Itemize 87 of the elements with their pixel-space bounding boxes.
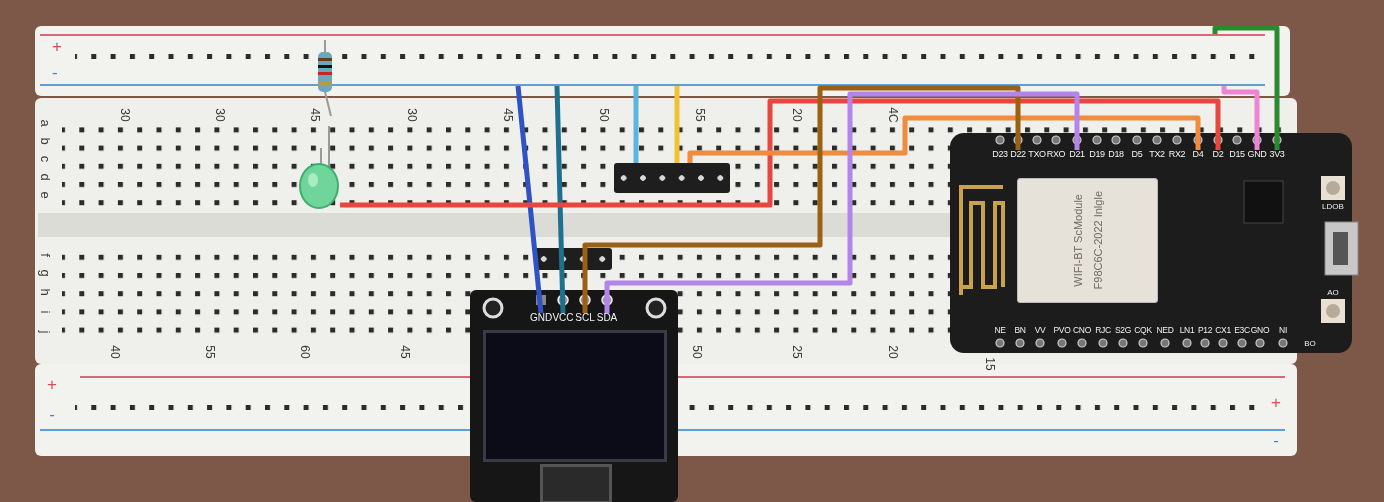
row-letter: j <box>38 330 52 334</box>
jumper-wire <box>515 85 544 314</box>
pin-label: D4 <box>1192 150 1204 159</box>
led-drawing <box>298 126 340 210</box>
jumper-wire <box>554 85 566 314</box>
pin-label: RX2 <box>1168 150 1186 159</box>
pin-label: CX1 <box>1215 325 1231 335</box>
row-letter: a <box>38 119 52 127</box>
jumper-wire <box>582 85 1021 313</box>
pin-label: 3V3 <box>1269 150 1285 159</box>
pin-label: RJC <box>1095 325 1111 335</box>
pin-header <box>614 163 730 193</box>
jumper-wire <box>1221 86 1260 150</box>
pin-label: D19 <box>1089 150 1105 159</box>
pin-label: CQK <box>1134 325 1152 335</box>
pin-label: SCL <box>575 313 595 323</box>
pin-label: GND <box>529 313 553 323</box>
pin-label: LN1 <box>1179 325 1195 335</box>
column-number: 50 <box>691 345 703 359</box>
jumper-wire <box>674 86 680 163</box>
column-number: 45 <box>502 108 514 122</box>
module-text: F98C6C-2022 Inlgle <box>1091 191 1104 290</box>
pin-label: S2G <box>1114 325 1132 335</box>
pin-label: CNO <box>1073 325 1091 335</box>
column-number: 55 <box>204 345 216 359</box>
pin-label: NE <box>994 325 1006 335</box>
column-number: 30 <box>406 108 418 122</box>
jumper-wire <box>604 91 1080 313</box>
pin-label: TX2 <box>1149 150 1165 159</box>
pin-label: D21 <box>1069 150 1085 159</box>
polarity-sign: - <box>52 64 58 82</box>
column-number: 40 <box>109 345 121 359</box>
pin-label: P12 <box>1197 325 1213 335</box>
polarity-sign: + <box>47 375 57 393</box>
column-number: 50 <box>598 108 610 122</box>
column-number: 30 <box>214 108 226 122</box>
column-number: 45 <box>309 108 321 122</box>
row-letter: e <box>38 191 52 199</box>
pin-label: PVO <box>1053 325 1071 335</box>
pin-label: SDA <box>596 313 618 323</box>
pin-label: D15 <box>1229 150 1245 159</box>
polarity-sign: - <box>1273 431 1279 449</box>
column-number: 45 <box>399 345 411 359</box>
button-label: AO <box>1327 289 1339 297</box>
pin-label: NI <box>1279 325 1287 335</box>
row-letter: f <box>38 253 52 257</box>
jumper-wire <box>1212 25 1280 150</box>
jumper-wire <box>340 98 1221 208</box>
polarity-sign: + <box>52 38 62 56</box>
pin-label: D18 <box>1108 150 1124 159</box>
pin-label: GND <box>1247 150 1267 159</box>
row-letter: d <box>38 173 52 181</box>
pin-label: VV <box>1034 325 1046 335</box>
polarity-sign: + <box>1271 393 1281 411</box>
column-number: 15 <box>984 357 996 371</box>
polarity-sign: - <box>49 405 55 423</box>
row-letter: h <box>38 288 52 296</box>
pin-label: RXO <box>1046 150 1066 159</box>
row-letter: c <box>38 155 52 163</box>
pin-label: D23 <box>992 150 1008 159</box>
button-label: LDOB <box>1322 203 1344 211</box>
pin-label: NED <box>1156 325 1174 335</box>
column-number: 20 <box>791 108 803 122</box>
column-number: 55 <box>694 108 706 122</box>
column-number: 4C <box>887 107 899 123</box>
power-rail <box>40 34 1265 86</box>
column-number: 25 <box>791 345 803 359</box>
pin-label: GNO <box>1250 325 1270 335</box>
column-number: 20 <box>887 345 899 359</box>
pin-label: TXO <box>1028 150 1046 159</box>
pin-label: D2 <box>1212 150 1224 159</box>
column-number: 30 <box>119 108 131 122</box>
module-text: WIFI-BT ScModule <box>1071 194 1084 287</box>
pin-label: BN <box>1014 325 1026 335</box>
oled-display-module <box>470 290 678 502</box>
row-letter: g <box>38 269 52 277</box>
jumper-wire <box>633 86 639 163</box>
pin-label: D5 <box>1131 150 1143 159</box>
jumper-wire <box>687 115 1201 163</box>
row-letter: i <box>38 310 52 314</box>
pin-label: D22 <box>1010 150 1026 159</box>
button-label: BO <box>1304 340 1316 348</box>
pin-label: E3C <box>1234 325 1250 335</box>
row-letter: b <box>38 137 52 145</box>
rf-module-shield <box>1017 178 1158 303</box>
column-number: 60 <box>299 345 311 359</box>
pin-label: VCC <box>552 313 574 323</box>
